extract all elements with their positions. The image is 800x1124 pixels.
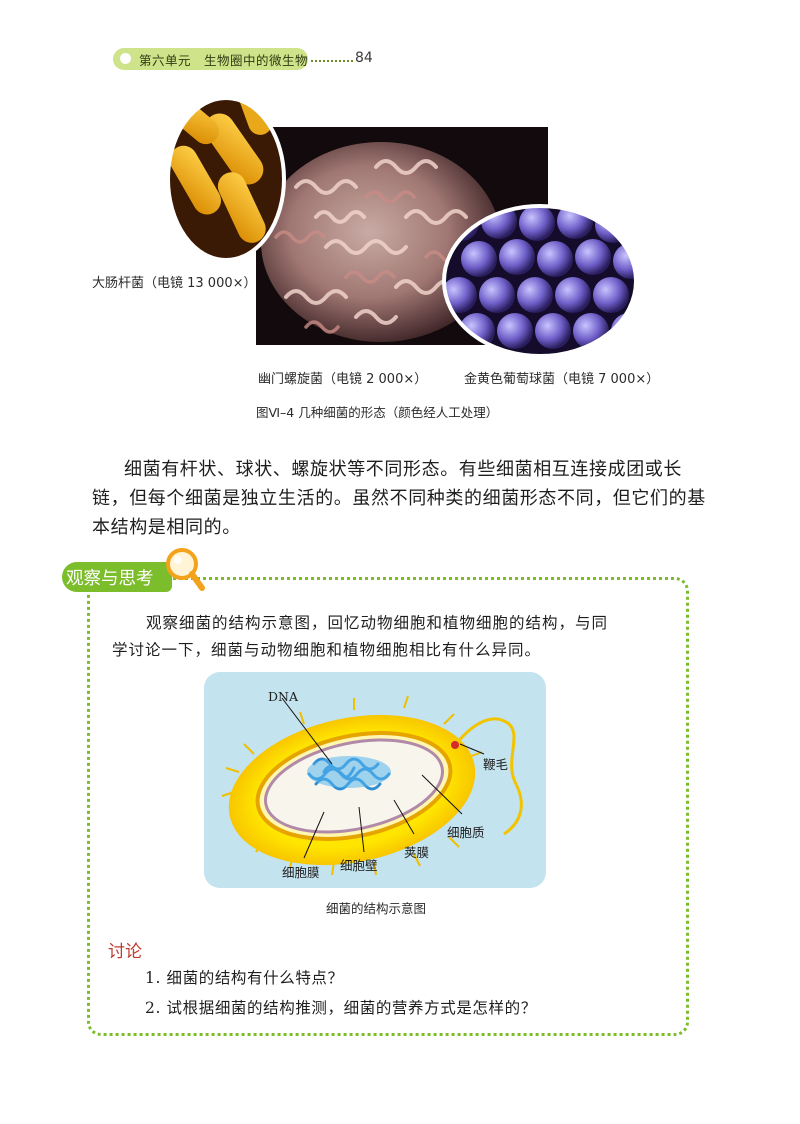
chapter-title: 第六单元 生物圈中的微生物: [139, 53, 309, 68]
ecoli-photo: [166, 96, 286, 262]
dna-label: DNA: [268, 689, 298, 704]
paragraph-line: 本结构是相同的。: [92, 517, 241, 538]
magnifier-icon: [166, 548, 205, 591]
observe-text-line: 学讨论一下，细菌与动物细胞和植物细胞相比有什么异同。: [112, 641, 542, 659]
flagellum-label: 鞭毛: [483, 757, 509, 772]
discussion-question: 2. 试根据细菌的结构推测，细菌的营养方式是怎样的？: [145, 999, 537, 1017]
ecoli-label: 大肠杆菌（电镜 13 000×）: [92, 276, 257, 291]
chapter-header-pill: [113, 48, 308, 70]
cell-wall-label: 细胞壁: [340, 858, 378, 873]
paragraph-line: 链，但每个细菌是独立生活的。虽然不同种类的细菌形态不同，但它们的基: [92, 488, 706, 509]
header-dotted-leader: [311, 60, 353, 62]
observe-think-box: [87, 577, 689, 1036]
page-number: 84: [355, 50, 373, 66]
capsule-label: 荚膜: [404, 845, 430, 860]
observe-text-line: 观察细菌的结构示意图，回忆动物细胞和植物细胞的结构，与同: [146, 614, 609, 632]
cell-membrane-label: 细胞膜: [282, 865, 320, 880]
cytoplasm-label: 细胞质: [447, 825, 485, 840]
staphylococcus-label: 金黄色葡萄球菌（电镜 7 000×）: [464, 372, 660, 387]
paragraph-line: 细菌有杆状、球状、螺旋状等不同形态。有些细菌相互连接成团或长: [124, 459, 682, 480]
staphylococcus-photo: [442, 204, 638, 358]
discussion-heading: 讨论: [108, 942, 142, 962]
observe-think-tab: [62, 562, 172, 592]
figure-caption: 图Ⅵ–4 几种细菌的形态（颜色经人工处理）: [256, 405, 499, 420]
helicobacter-label: 幽门螺旋菌（电镜 2 000×）: [258, 372, 428, 387]
diagram-caption: 细菌的结构示意图: [326, 901, 427, 916]
discussion-question: 1. 细菌的结构有什么特点？: [145, 969, 344, 987]
bacteria-structure-diagram: [221, 695, 523, 876]
observe-think-title: 观察与思考: [66, 569, 154, 589]
header-dot-icon: [120, 53, 131, 64]
